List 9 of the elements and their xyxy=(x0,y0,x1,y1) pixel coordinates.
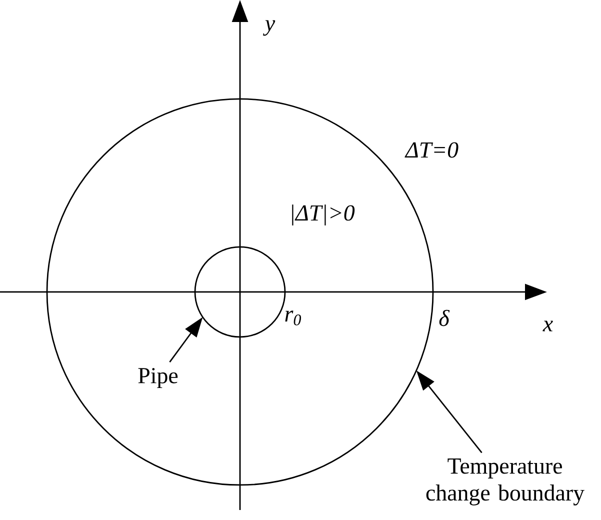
axis-label: x xyxy=(542,320,553,332)
radius-label: r$_{0}$ xyxy=(285,310,302,326)
region-label: ΔT=0 xyxy=(404,142,458,158)
pipe-circle xyxy=(194,246,286,338)
label-text: Pipe xyxy=(138,368,178,388)
label-text: Temperature change boundary xyxy=(426,458,584,506)
region-label: |ΔT|>0 xyxy=(292,204,355,226)
radius-label: δ xyxy=(439,310,450,326)
axis-label: y xyxy=(263,20,276,36)
